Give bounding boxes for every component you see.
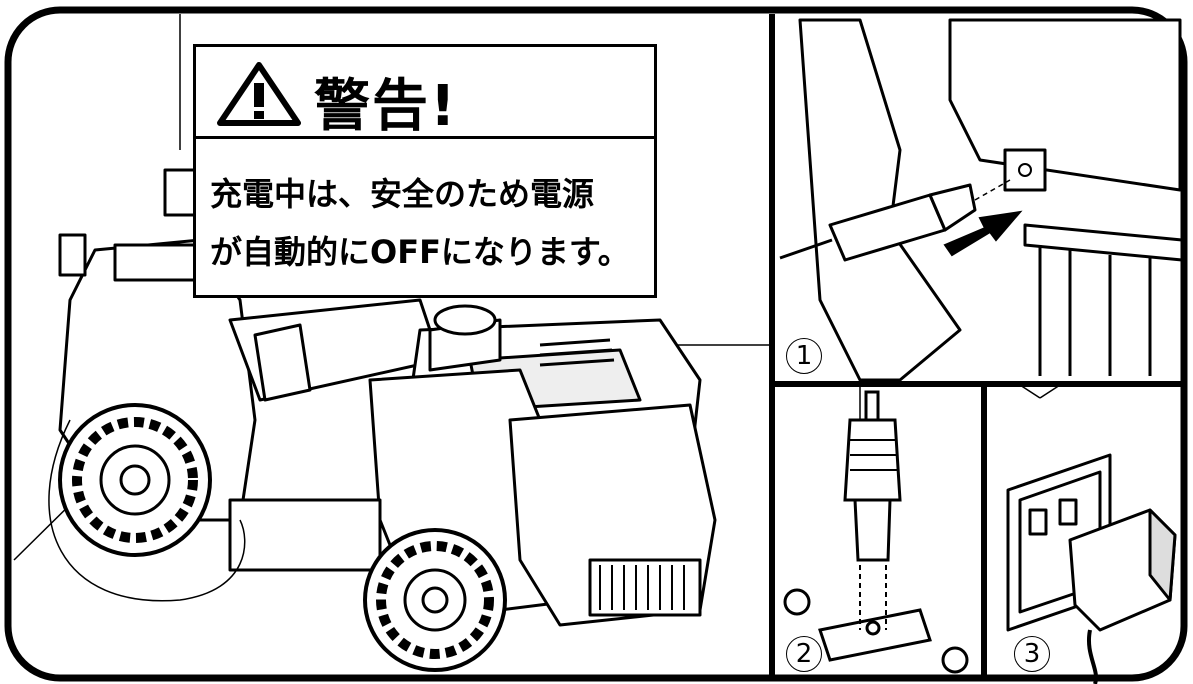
warning-text: 充電中は、安全のため電源 が自動的にOFFになります。 <box>210 165 650 281</box>
insert-arrow-icon <box>943 210 1023 257</box>
warning-box: 警告! 充電中は、安全のため電源 が自動的にOFFになります。 <box>193 44 657 298</box>
step-number-2: 2 <box>786 636 822 672</box>
warning-triangle-icon <box>217 62 301 126</box>
warning-line-1: 充電中は、安全のため電源 <box>210 175 595 213</box>
warning-title: 警告! <box>314 74 458 139</box>
step-1-label: 1 <box>795 341 813 371</box>
front-wheel <box>363 528 507 672</box>
step-number-1: 1 <box>786 338 822 374</box>
warning-line-2: が自動的にOFFになります。 <box>210 233 630 271</box>
step-number-3: 3 <box>1014 636 1050 672</box>
warning-header: 警告! <box>196 47 654 139</box>
step-2-label: 2 <box>795 639 813 669</box>
rear-wheel <box>58 403 212 557</box>
truck-illustration <box>48 168 717 672</box>
step-3-label: 3 <box>1023 639 1041 669</box>
